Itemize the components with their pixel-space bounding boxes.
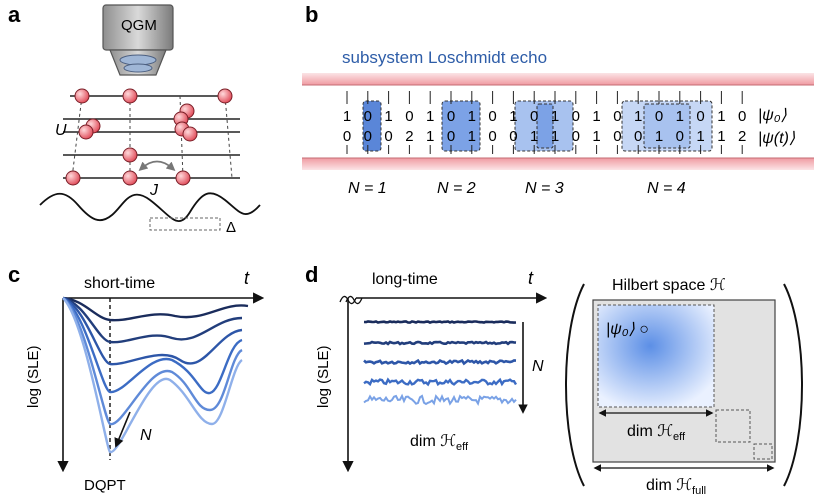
panel-c-y-label: log (SLE) bbox=[25, 345, 42, 408]
hilbert-eff-box bbox=[597, 304, 715, 408]
hilbert-title: Hilbert space ℋ bbox=[612, 277, 726, 294]
panel-label-d: d bbox=[305, 262, 318, 287]
subsystem-n2: N = 2 bbox=[437, 180, 476, 197]
panel-d-y-label: log (SLE) bbox=[315, 345, 332, 408]
chain-digit-bottom: 0 bbox=[343, 128, 351, 145]
subsystem-n4: N = 4 bbox=[647, 180, 686, 197]
chain-sites bbox=[346, 91, 743, 154]
hilbert-left-paren bbox=[565, 283, 585, 487]
hilbert-dim-eff: dim ℋeff bbox=[627, 423, 686, 443]
ket-psit: |ψ(t)⟩ bbox=[758, 130, 796, 147]
chain-digit-top: 1 bbox=[634, 108, 642, 125]
long-time-band-3 bbox=[363, 358, 517, 366]
chain-digit-bottom: 0 bbox=[364, 128, 372, 145]
chain-digit-bottom: 0 bbox=[572, 128, 580, 145]
disorder-label: Δ bbox=[226, 219, 236, 236]
chain-digit-top: 1 bbox=[551, 108, 559, 125]
chain-digit-top: 1 bbox=[343, 108, 351, 125]
chain-digit-top: 1 bbox=[676, 108, 684, 125]
ket-psi0: |ψ₀⟩ bbox=[758, 107, 788, 124]
panel-d-dim-eff: dim ℋeff bbox=[410, 433, 469, 453]
disorder-offset-box bbox=[149, 217, 221, 231]
chain-digit-top: 0 bbox=[696, 108, 704, 125]
long-time-band-5 bbox=[363, 393, 517, 406]
chain-digit-top: 0 bbox=[488, 108, 496, 125]
hilbert-psi0-label: |ψ₀⟩ ○ bbox=[606, 321, 649, 338]
lattice-rungs bbox=[71, 95, 233, 179]
chain-digit-bottom: 0 bbox=[447, 128, 455, 145]
dqpt-label: DQPT bbox=[84, 477, 126, 494]
chain-digit-top: 1 bbox=[468, 108, 476, 125]
short-time-curves bbox=[62, 296, 249, 454]
atom-sites bbox=[65, 88, 233, 186]
chain-digit-top: 1 bbox=[426, 108, 434, 125]
chain-digit-bottom: 1 bbox=[717, 128, 725, 145]
lower-barrier bbox=[302, 158, 814, 170]
chain-digit-bottom: 1 bbox=[468, 128, 476, 145]
panel-d-title: long-time bbox=[372, 271, 438, 288]
subsystem-boxes bbox=[362, 100, 713, 152]
chain-digit-top: 0 bbox=[738, 108, 746, 125]
chain-digit-top: 1 bbox=[592, 108, 600, 125]
chain-digit-top: 0 bbox=[364, 108, 372, 125]
chain-digit-bottom: 0 bbox=[613, 128, 621, 145]
upper-barrier bbox=[302, 73, 814, 85]
chain-digit-bottom: 1 bbox=[592, 128, 600, 145]
interaction-label: U bbox=[55, 122, 67, 139]
chain-digit-top: 0 bbox=[447, 108, 455, 125]
chain-digit-bottom: 1 bbox=[696, 128, 704, 145]
chain-digit-bottom: 0 bbox=[488, 128, 496, 145]
subsystem-n1: N = 1 bbox=[348, 180, 387, 197]
disorder-potential bbox=[39, 192, 261, 222]
chain-digit-bottom: 2 bbox=[738, 128, 746, 145]
panel-c-t-label: t bbox=[244, 268, 250, 288]
optical-lattice bbox=[63, 95, 240, 179]
tunneling-arrow bbox=[138, 160, 176, 171]
microscope-icon bbox=[102, 4, 174, 76]
chain-digit-top: 0 bbox=[405, 108, 413, 125]
chain-digit-top: 1 bbox=[717, 108, 725, 125]
chain-digit-bottom: 0 bbox=[634, 128, 642, 145]
chain-digit-bottom: 1 bbox=[426, 128, 434, 145]
chain-digit-top: 0 bbox=[530, 108, 538, 125]
chain-digit-top: 0 bbox=[572, 108, 580, 125]
long-time-band-1 bbox=[363, 320, 517, 325]
chain-digit-top: 0 bbox=[613, 108, 621, 125]
microscope-label: QGM bbox=[121, 17, 157, 34]
hilbert-small-box-1 bbox=[715, 409, 751, 443]
tunneling-label: J bbox=[149, 182, 159, 199]
panel-label-c: c bbox=[8, 262, 20, 287]
chain-digit-top: 1 bbox=[509, 108, 517, 125]
chain-digit-bottom: 0 bbox=[384, 128, 392, 145]
chain-digit-top: 1 bbox=[384, 108, 392, 125]
sle-title: subsystem Loschmidt echo bbox=[342, 48, 547, 67]
chain-digit-bottom: 0 bbox=[676, 128, 684, 145]
chain-digit-bottom: 0 bbox=[509, 128, 517, 145]
panel-d-n-label: N bbox=[532, 358, 544, 375]
hilbert-dim-full: dim ℋfull bbox=[646, 477, 706, 497]
panel-c-n-arrow bbox=[114, 411, 131, 448]
panel-label-a: a bbox=[8, 2, 21, 27]
chain-digit-bottom: 1 bbox=[530, 128, 538, 145]
chain-digit-top: 0 bbox=[655, 108, 663, 125]
panel-c-n-label: N bbox=[140, 427, 152, 444]
subsystem-n3: N = 3 bbox=[525, 180, 564, 197]
hilbert-right-paren bbox=[783, 283, 803, 487]
long-time-band-2 bbox=[363, 340, 517, 346]
panel-d-t-label: t bbox=[528, 268, 534, 288]
axis-break-icon bbox=[339, 295, 363, 305]
hilbert-small-box-2 bbox=[753, 443, 773, 460]
long-time-band-4 bbox=[363, 377, 518, 387]
panel-c-title: short-time bbox=[84, 275, 155, 292]
chain-digit-bottom: 2 bbox=[405, 128, 413, 145]
panel-label-b: b bbox=[305, 2, 318, 27]
chain-digit-bottom: 1 bbox=[551, 128, 559, 145]
long-time-bands bbox=[363, 320, 518, 406]
chain-digit-bottom: 1 bbox=[655, 128, 663, 145]
